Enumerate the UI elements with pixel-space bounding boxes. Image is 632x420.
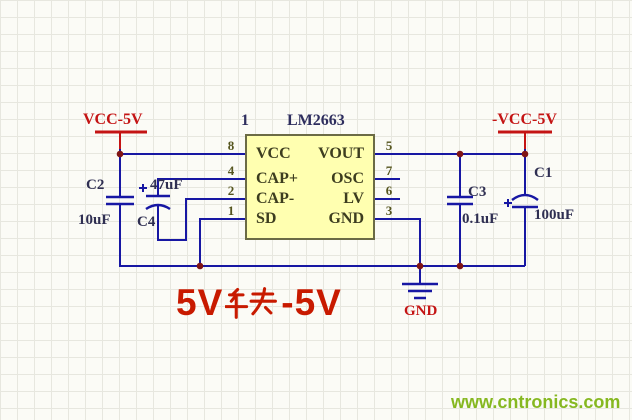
c3-ref: C3 [468, 184, 487, 200]
pin-number-vcc: 8 [227, 138, 235, 153]
ground-symbol [402, 282, 438, 300]
ic-pin-label-capp: CAP+ [256, 170, 298, 187]
pin-number-capm: 2 [227, 183, 235, 198]
pin-number-vout: 5 [385, 138, 393, 153]
pin-number-osc: 7 [385, 163, 393, 178]
c2-ref: C2 [86, 177, 105, 193]
ic-pin-label-vout: VOUT [318, 145, 364, 162]
junction-dots [116, 150, 529, 270]
neg-vcc-5v-label: -VCC-5V [492, 111, 557, 128]
ic-pin-label-gnd: GND [328, 210, 364, 227]
ic-body-lm2663 [245, 134, 375, 240]
capacitor-c4-symbol [139, 184, 171, 211]
ic-pin-label-vcc: VCC [256, 145, 291, 162]
c1-ref: C1 [534, 165, 553, 181]
c4-ref: C4 [137, 214, 156, 230]
ic-pin-label-lv: LV [343, 190, 364, 207]
schematic-title: 5V -5V [176, 282, 342, 324]
part-name: LM2663 [287, 112, 345, 129]
ic-pin-label-capm: CAP- [256, 190, 295, 207]
ic-pin-label-sd: SD [256, 210, 277, 227]
pin-number-sd: 1 [227, 203, 235, 218]
capacitor-c2-symbol [106, 195, 134, 206]
zhuan-character-glyph [225, 287, 278, 319]
pin-number-lv: 6 [385, 183, 393, 198]
part-pin1-marker: 1 [241, 112, 249, 129]
title-left-part: 5V [176, 282, 224, 323]
ic-pin-label-osc: OSC [331, 170, 364, 187]
pin-number-gnd: 3 [385, 203, 393, 218]
c4-value: 47uF [150, 177, 183, 193]
wires [119, 149, 526, 284]
title-right-part: -5V [281, 282, 342, 323]
c2-value: 10uF [78, 212, 111, 228]
capacitor-c1-symbol [504, 193, 539, 209]
vcc-5v-label: VCC-5V [83, 111, 143, 128]
pin-number-capp: 4 [227, 163, 235, 178]
power-bars [95, 130, 552, 149]
c1-value: 100uF [534, 207, 575, 223]
c3-value: 0.1uF [462, 211, 499, 227]
gnd-label: GND [404, 303, 438, 319]
capacitor-c3-symbol [447, 195, 473, 206]
watermark: www.cntronics.com [451, 392, 621, 412]
